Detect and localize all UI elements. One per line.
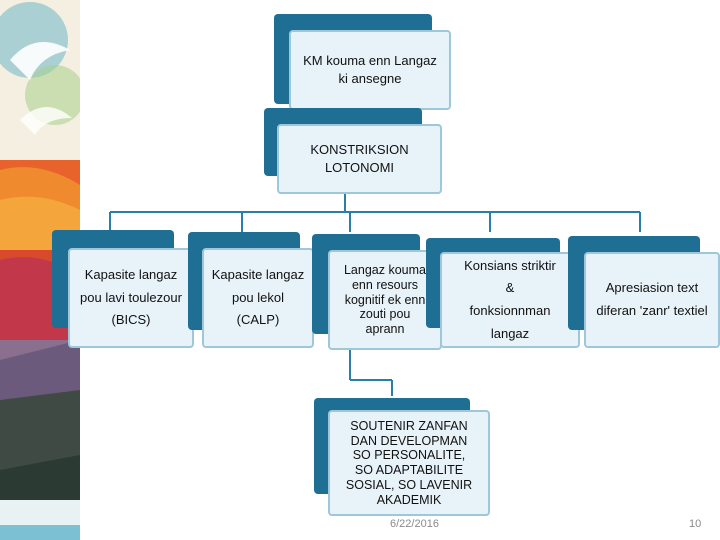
- child-node-resours-kognitif-label: Langaz kouma enn resours kognitif ek enn…: [328, 250, 442, 350]
- outcome-node-label: SOUTENIR ZANFAN DAN DEVELOPMAN SO PERSON…: [328, 410, 490, 516]
- connectors: [109, 192, 641, 396]
- child-node-bics-label: Kapasite langaz pou lavi toulezour (BICS…: [68, 248, 194, 348]
- footer-date: 6/22/2016: [390, 518, 439, 530]
- center-node-label: KONSTRIKSION LOTONOMI: [277, 124, 442, 194]
- root-node-label: KM kouma enn Langaz ki ansegne: [289, 30, 451, 110]
- child-node-apresiasion-text-label: Apresiasion text diferan 'zanr' textiel: [584, 252, 720, 348]
- footer-page-number: 10: [689, 518, 702, 530]
- child-node-konsians-striktir-label: Konsians striktir & fonksionnman langaz: [440, 252, 580, 348]
- child-node-calp-label: Kapasite langaz pou lekol (CALP): [202, 248, 314, 348]
